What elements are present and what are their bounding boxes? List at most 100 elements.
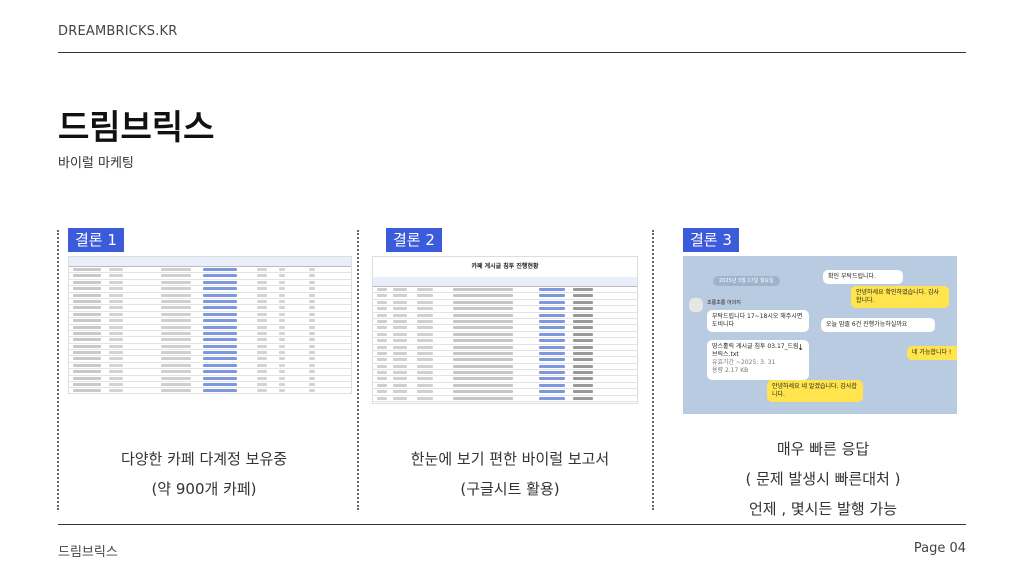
sheet-cell xyxy=(109,280,123,284)
caption-line: 언제 , 몇시든 발행 가능 xyxy=(748,500,898,518)
sheet-cell xyxy=(393,307,407,311)
sheet-cell xyxy=(573,396,593,400)
sheet-cell xyxy=(279,331,285,335)
sheet-cell xyxy=(203,325,237,329)
sheet-cell xyxy=(539,396,565,400)
sheet-cell xyxy=(257,351,267,355)
sheet-cell xyxy=(73,287,101,291)
sheet-cell xyxy=(393,364,407,368)
sheet-cell xyxy=(109,338,123,342)
sheet-cell xyxy=(309,338,315,342)
table-row xyxy=(373,351,637,358)
sheet-cell xyxy=(453,377,513,381)
sheet-cell xyxy=(203,312,237,316)
sheet-cell xyxy=(539,358,565,362)
chat-file-card[interactable]: 땅스홀릭 게시글 침투 03.17_드림브릭스.txt 유효기간 ~2025. … xyxy=(707,340,809,380)
sheet-cell xyxy=(161,280,191,284)
file-size: 용량 2.17 KB xyxy=(712,367,749,374)
sheet-cell xyxy=(539,288,565,291)
footer-brand: 드림브릭스 xyxy=(58,545,118,560)
sheet-cell xyxy=(539,371,565,375)
sheet-cell xyxy=(279,338,285,342)
sheet-cell xyxy=(73,338,101,342)
sheet-cell xyxy=(73,319,101,323)
sheet-cell xyxy=(203,268,237,271)
sheet-cell xyxy=(279,299,285,303)
table-row xyxy=(373,338,637,345)
sheet-cell xyxy=(161,370,191,374)
sheet-cell xyxy=(573,358,593,362)
sheet-cell xyxy=(203,274,237,278)
table-row xyxy=(69,363,351,370)
table-row xyxy=(373,396,637,403)
table-row xyxy=(373,357,637,364)
sheet-cell xyxy=(309,319,315,323)
table-row xyxy=(373,319,637,326)
table-row xyxy=(69,344,351,351)
sheet-cell xyxy=(73,363,101,367)
sheet-cell xyxy=(417,358,433,362)
table-row xyxy=(69,325,351,331)
sheet-cell xyxy=(279,357,285,361)
sheet-cell xyxy=(453,396,513,400)
sheet-cell xyxy=(203,293,237,297)
sheet-cell xyxy=(73,351,101,355)
sheet-cell xyxy=(453,288,513,291)
table-row xyxy=(373,306,637,313)
sheet-cell xyxy=(279,319,285,323)
sheet-cell xyxy=(573,364,593,368)
sheet-cell xyxy=(161,268,191,271)
table-row xyxy=(69,286,351,293)
divider-left xyxy=(57,230,59,510)
sheet-cell xyxy=(203,319,237,323)
cafe-accounts-sheet xyxy=(68,256,352,394)
sheet-cell xyxy=(539,364,565,368)
sheet-cell xyxy=(309,357,315,361)
sheet-cell xyxy=(393,396,407,400)
sheet-cell xyxy=(573,307,593,311)
sheet-cell xyxy=(377,358,387,362)
sheet-cell xyxy=(257,344,267,348)
sheet-cell xyxy=(279,287,285,291)
download-icon[interactable]: ↓ xyxy=(797,343,804,352)
sheet-cell xyxy=(161,383,191,387)
conclusion-1-caption: 다양한 카페 다계정 보유중 (약 900개 카페) xyxy=(54,444,354,504)
sheet-cell xyxy=(203,357,237,361)
sheet-cell xyxy=(417,351,433,355)
file-name: 땅스홀릭 게시글 침투 03.17_드림브릭스.txt xyxy=(712,343,799,358)
sheet-cell xyxy=(393,326,407,330)
sheet-cell xyxy=(279,363,285,367)
sheet-grid xyxy=(69,257,351,393)
sheet-cell xyxy=(279,274,285,278)
sheet-cell xyxy=(309,306,315,310)
sheet-cell xyxy=(73,383,101,387)
sheet-cell xyxy=(73,344,101,348)
sheet-cell xyxy=(417,300,433,304)
sheet-cell xyxy=(453,294,513,298)
sheet-cell xyxy=(453,332,513,336)
sheet-header-row xyxy=(373,277,637,287)
sheet-cell xyxy=(161,363,191,367)
sheet-cell xyxy=(109,344,123,348)
sheet-cell xyxy=(453,307,513,311)
sheet-cell xyxy=(309,274,315,278)
sheet-cell xyxy=(453,313,513,317)
caption-line: 다양한 카페 다계정 보유중 xyxy=(120,450,288,468)
sheet-cell xyxy=(393,339,407,343)
sheet-cell xyxy=(309,268,315,271)
chat-screenshot: 2025년 3월 17일 월요일 확인 부탁드립니다. 초롱초롱 어의지 안녕하… xyxy=(683,256,957,414)
sheet-cell xyxy=(309,312,315,316)
sheet-cell xyxy=(279,376,285,380)
sheet-header-row xyxy=(69,257,351,267)
table-row xyxy=(69,356,351,363)
sheet-cell xyxy=(417,377,433,381)
sheet-cell xyxy=(573,390,593,394)
caption-line: (구글시트 활용) xyxy=(460,480,560,498)
table-row xyxy=(373,332,637,339)
chat-sender: 초롱초롱 어의지 xyxy=(707,300,741,306)
sheet-cell xyxy=(309,389,315,393)
sheet-cell xyxy=(309,363,315,367)
sheet-cell xyxy=(309,293,315,297)
sheet-cell xyxy=(73,370,101,374)
sheet-cell xyxy=(73,357,101,361)
